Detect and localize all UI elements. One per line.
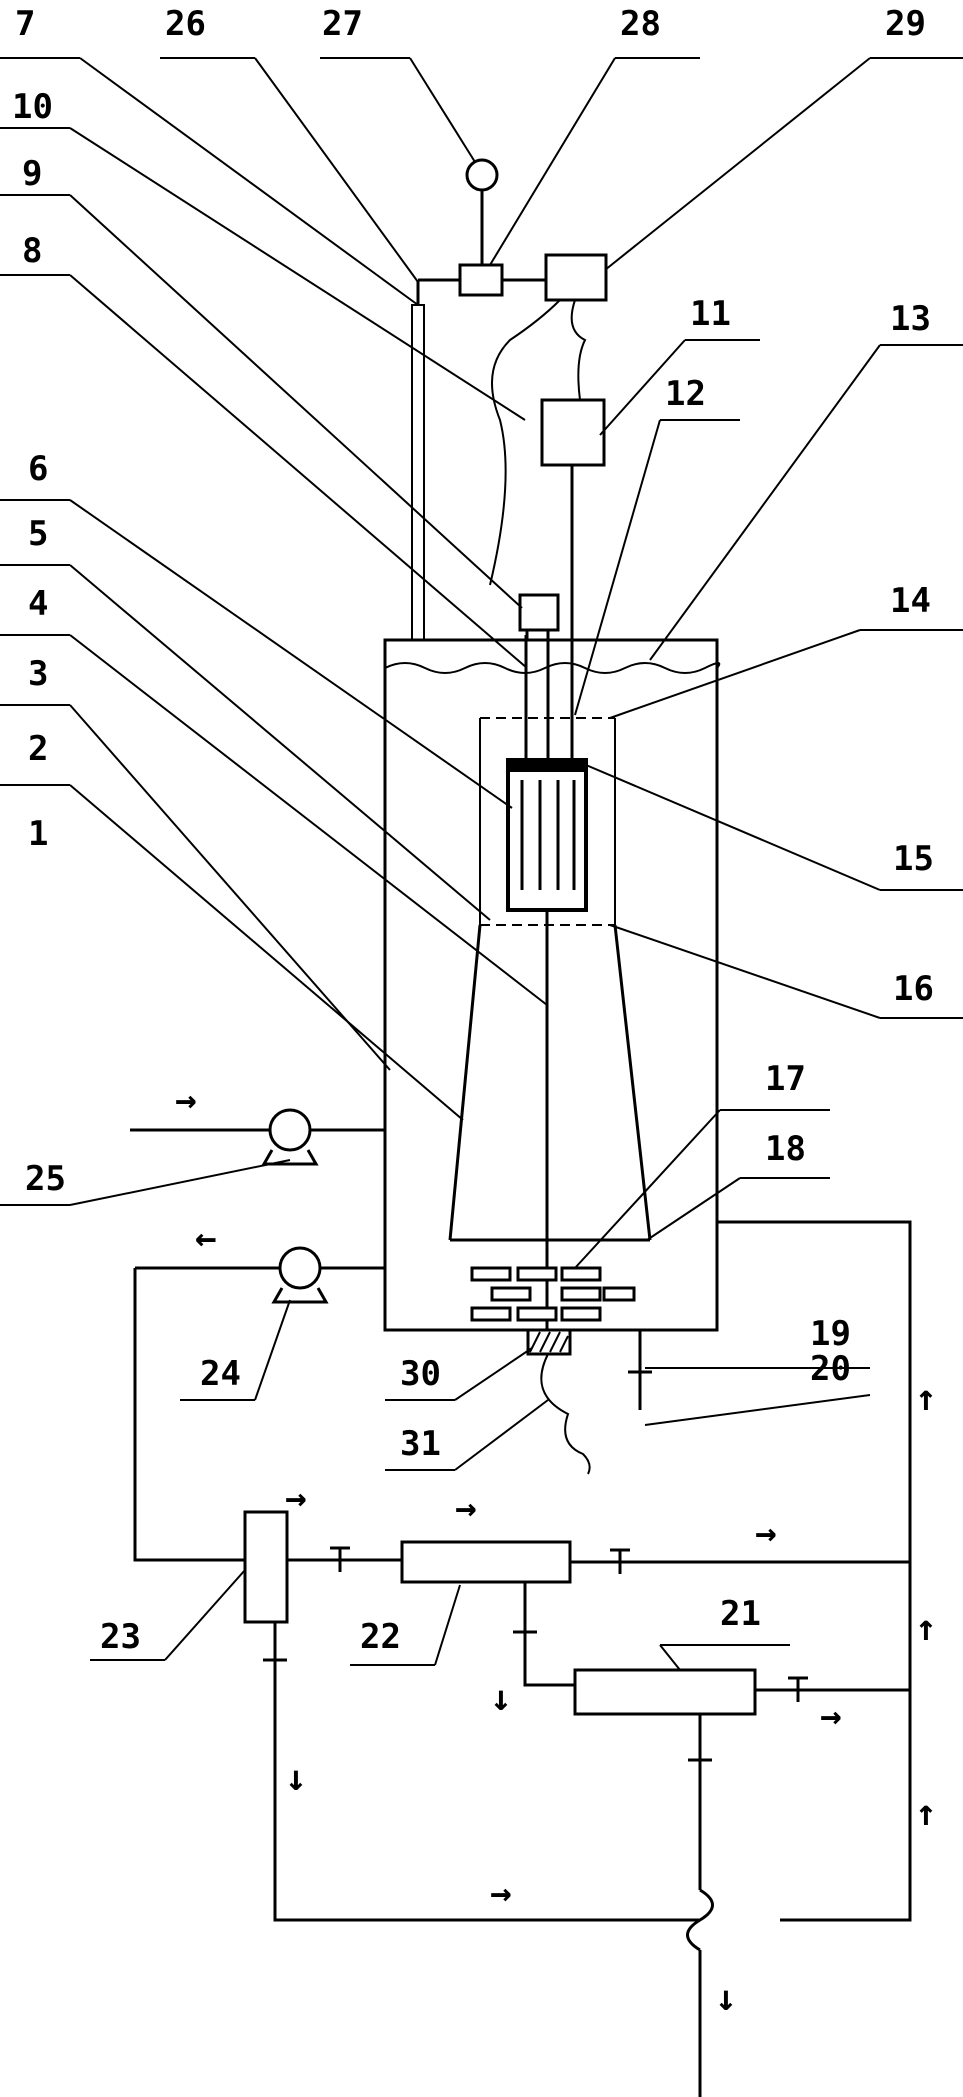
label-12: 12 (665, 374, 706, 414)
label-14: 14 (890, 581, 931, 621)
label-21: 21 (720, 1594, 761, 1634)
recycle-pump (135, 1246, 385, 1304)
arrow-from-21: → (820, 1696, 842, 1737)
label-8: 8 (22, 231, 42, 271)
label-22: 22 (360, 1617, 401, 1657)
label-10: 10 (12, 87, 53, 127)
label-7: 7 (15, 4, 35, 44)
leader-lines (0, 57, 963, 1671)
label-31: 31 (400, 1424, 441, 1464)
arrow-discharge-down: ↓ (715, 1978, 737, 2019)
impeller (470, 1266, 636, 1322)
flow-arrows: → ← ↑ → → → ↑ ↓ → ↓ ↑ → ↓ (175, 1080, 937, 2019)
label-28: 28 (620, 4, 661, 44)
bottom-drive-block (526, 1328, 591, 1475)
label-26: 26 (165, 4, 206, 44)
label-13: 13 (890, 299, 931, 339)
electrode-assembly (506, 758, 588, 912)
label-30: 30 (400, 1354, 441, 1394)
arrow-down-22: ↓ (490, 1678, 512, 1719)
label-6: 6 (28, 449, 48, 489)
label-23: 23 (100, 1617, 141, 1657)
arrow-return-up-1: ↑ (915, 1378, 937, 1419)
draft-tube-cone (448, 924, 652, 1242)
label-24: 24 (200, 1354, 241, 1394)
label-20: 20 (810, 1349, 851, 1389)
part-labels: 7 26 27 28 29 10 9 8 11 13 12 6 5 4 14 3… (12, 4, 934, 1657)
label-29: 29 (885, 4, 926, 44)
feed-pump (130, 1108, 385, 1166)
label-9: 9 (22, 154, 42, 194)
label-18: 18 (765, 1129, 806, 1169)
label-15: 15 (893, 839, 934, 879)
thermometer-line (411, 278, 460, 641)
arrow-recycle-out: ← (195, 1218, 217, 1259)
arrow-return-up-3: ↑ (915, 1793, 937, 1834)
arrow-bottom-right: → (490, 1873, 512, 1914)
return-line (717, 1220, 912, 1922)
label-3: 3 (28, 654, 48, 694)
arrow-from-22: → (755, 1513, 777, 1554)
label-5: 5 (28, 514, 48, 554)
arrow-down-23: ↓ (285, 1758, 307, 1799)
label-4: 4 (28, 584, 48, 624)
arrow-to-23: → (285, 1478, 307, 1519)
label-27: 27 (322, 4, 363, 44)
top-controllers (458, 158, 608, 640)
arrow-to-22: → (455, 1488, 477, 1529)
label-2: 2 (28, 729, 48, 769)
separation-train (133, 1268, 910, 2097)
label-25: 25 (25, 1159, 66, 1199)
label-16: 16 (893, 969, 934, 1009)
label-11: 11 (690, 294, 731, 334)
label-17: 17 (765, 1059, 806, 1099)
label-1: 1 (28, 814, 48, 854)
label-19: 19 (810, 1314, 851, 1354)
arrow-return-up-2: ↑ (915, 1608, 937, 1649)
arrow-feed-in: → (175, 1080, 197, 1121)
drain-valve (628, 1330, 652, 1410)
reactor-vessel (383, 638, 721, 1332)
